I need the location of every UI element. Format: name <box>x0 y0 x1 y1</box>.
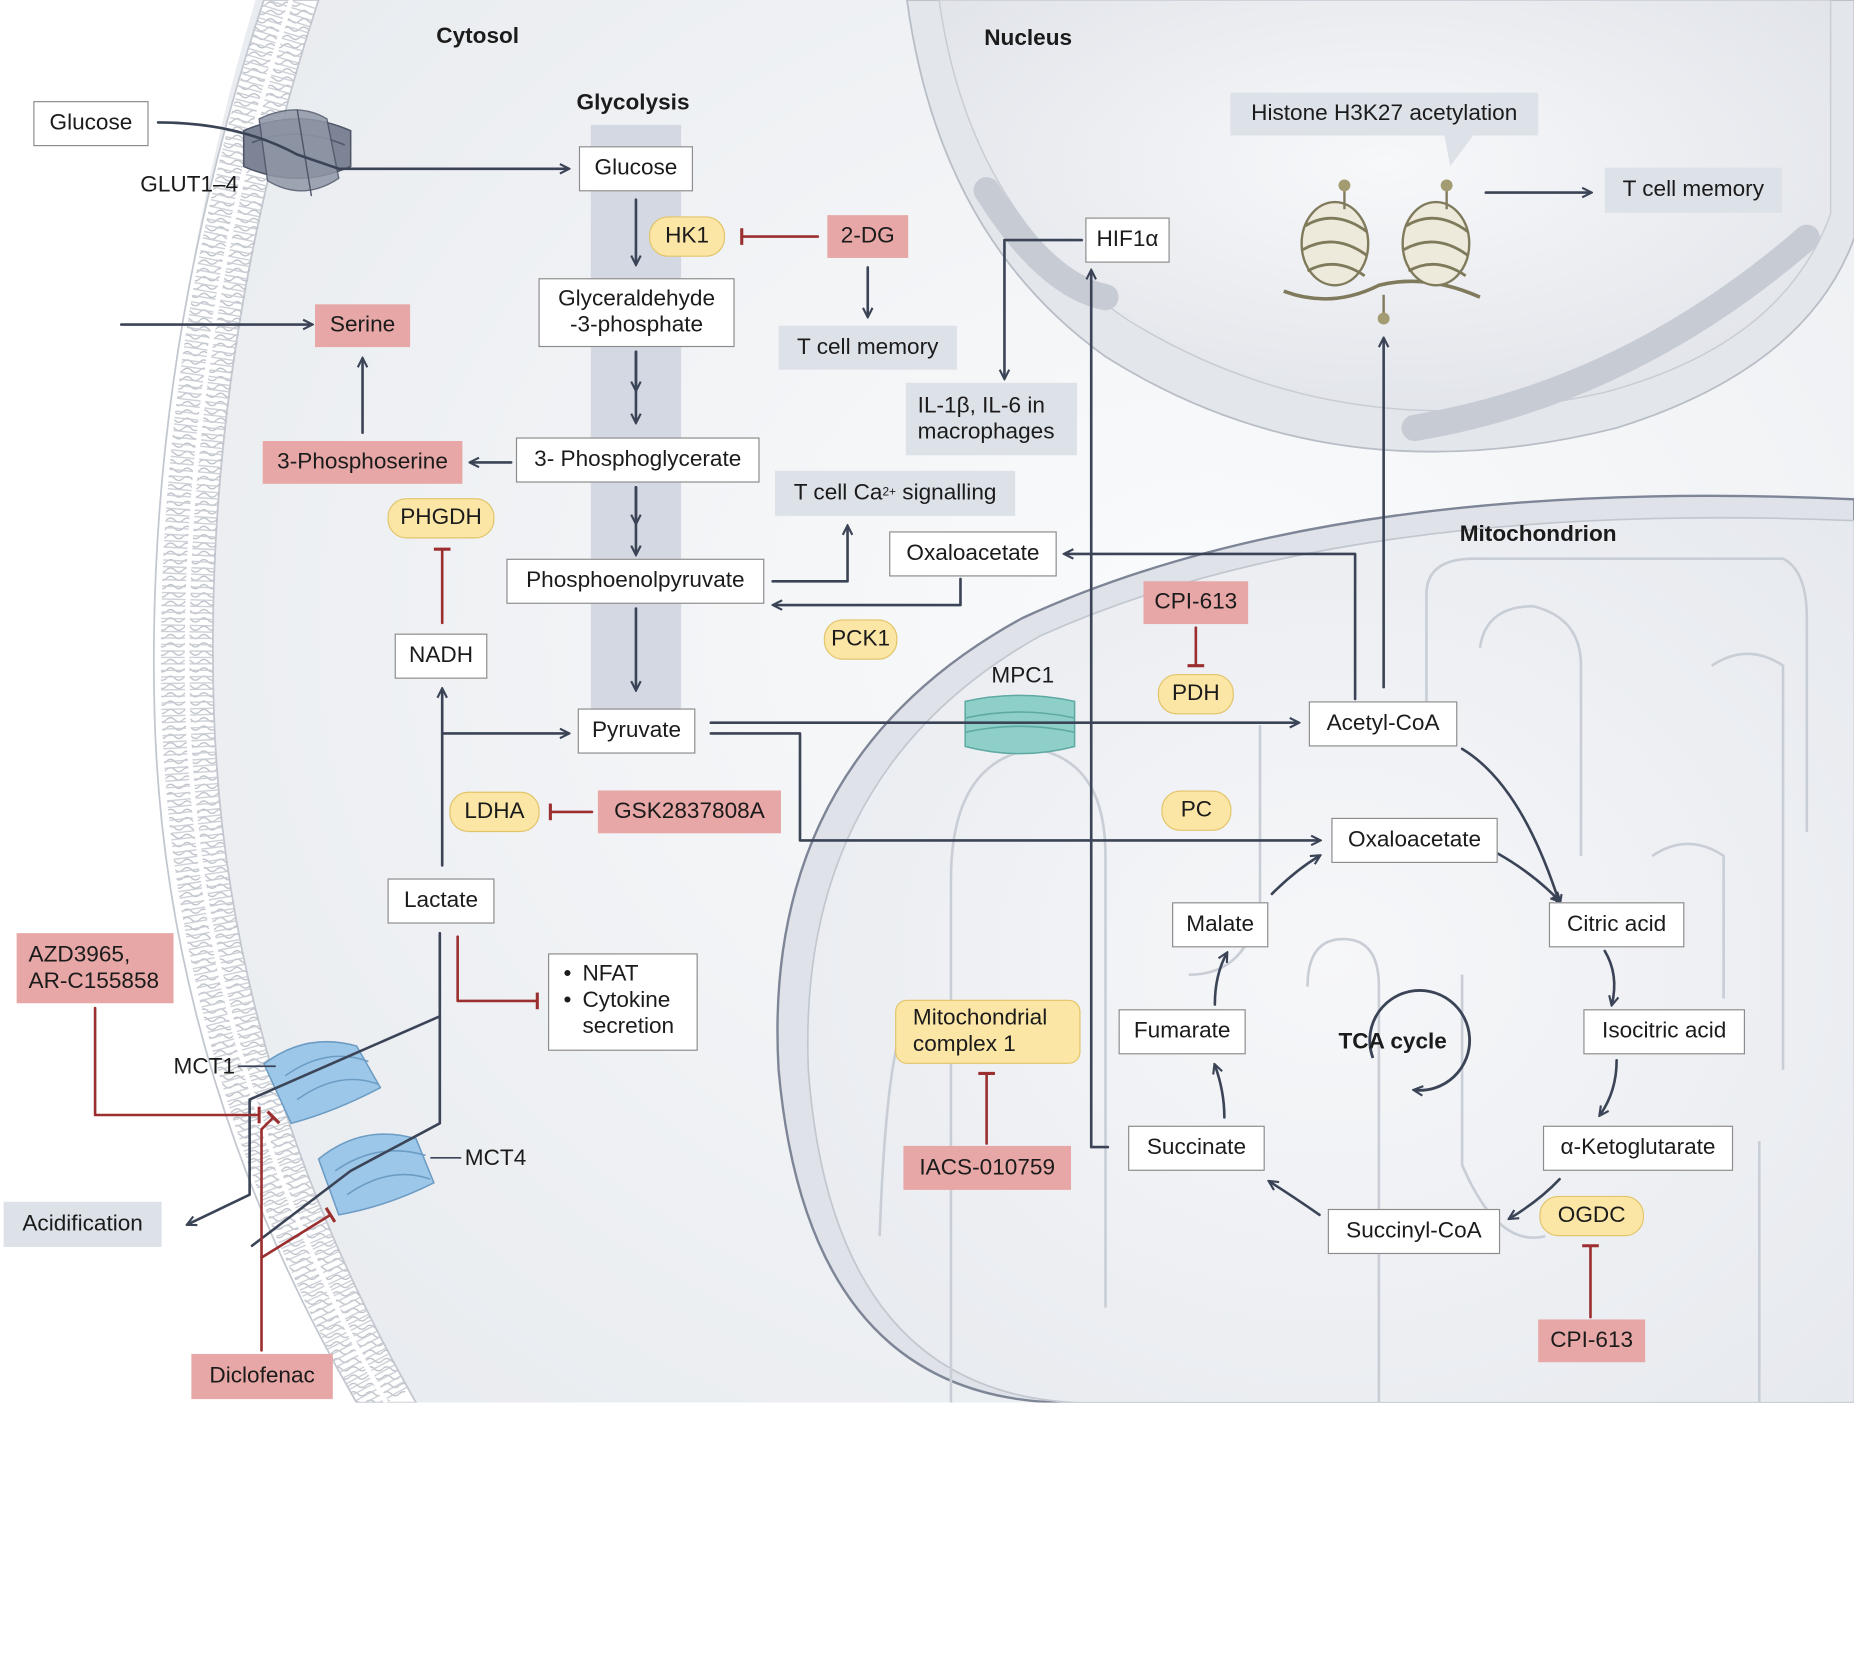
enzyme-ogdc: OGDC <box>1539 1195 1644 1237</box>
alpha-ketoglutarate: α-Ketoglutarate <box>1542 1125 1734 1171</box>
glycolysis-glucose: Glucose <box>578 146 694 192</box>
pyruvate: Pyruvate <box>577 708 696 754</box>
citric-acid: Citric acid <box>1548 902 1685 948</box>
mitochondrion-title: Mitochondrion <box>1459 521 1617 547</box>
cytokine-item: Cytokine <box>563 988 684 1014</box>
glut-label: GLUT1–4 <box>140 172 239 198</box>
mito-oxaloacetate: Oxaloacetate <box>1331 817 1498 863</box>
extracellular-glucose: Glucose <box>33 101 149 147</box>
acidification: Acidification <box>3 1201 162 1247</box>
mct4-label: MCT4 <box>464 1145 527 1171</box>
inhibitor-azd3965: AZD3965,AR-C155858 <box>16 933 174 1004</box>
inhibitor-iacs-010759: IACS-010759 <box>903 1145 1072 1190</box>
acetyl-coa: Acetyl-CoA <box>1308 701 1458 747</box>
serine: Serine <box>315 304 411 348</box>
glyceraldehyde-3-phosphate: Glyceraldehyde-3-phosphate <box>538 278 735 348</box>
histone-acetylation: Histone H3K27 acetylation <box>1230 92 1539 136</box>
pathway-diagram <box>93 0 1854 1403</box>
mct1-transporter <box>262 1040 382 1125</box>
hif1a: HIF1α <box>1085 217 1170 263</box>
enzyme-ldha: LDHA <box>449 791 540 833</box>
enzyme-pdh: PDH <box>1157 673 1234 715</box>
enzyme-hk1: HK1 <box>649 216 726 257</box>
t-cell-memory-nucleus: T cell memory <box>1604 167 1782 213</box>
inhibitor-gsk2837808a: GSK2837808A <box>597 790 781 834</box>
enzyme-pc: PC <box>1161 790 1232 831</box>
inhibitor-cpi613-pdh: CPI-613 <box>1143 581 1249 625</box>
glycolysis-title: Glycolysis <box>576 90 690 116</box>
mct4-transporter <box>317 1133 435 1216</box>
tca-cycle-label: TCA cycle <box>1338 1029 1447 1055</box>
mct1-label: MCT1 <box>173 1054 236 1080</box>
succinate: Succinate <box>1128 1125 1265 1171</box>
3-phosphoserine: 3-Phosphoserine <box>262 441 463 484</box>
nfat-cytokine-list: NFAT Cytokine secretion <box>547 953 698 1051</box>
nadh: NADH <box>394 633 488 679</box>
nucleosome-illustration <box>1283 179 1481 325</box>
nfat-item: NFAT <box>563 962 684 988</box>
mpc1-label: MPC1 <box>991 663 1055 689</box>
lactate: Lactate <box>387 878 495 924</box>
enzyme-phgdh: PHGDH <box>387 498 495 539</box>
phosphoenolpyruvate: Phosphoenolpyruvate <box>506 558 765 604</box>
inhibitor-diclofenac: Diclofenac <box>191 1353 333 1400</box>
inhibitor-cpi613-ogdc: CPI-613 <box>1538 1319 1646 1363</box>
3-phosphoglycerate: 3- Phosphoglycerate <box>515 437 760 483</box>
mpc1-transporter <box>964 694 1076 755</box>
isocitric-acid: Isocitric acid <box>1583 1009 1746 1055</box>
cytosolic-oxaloacetate: Oxaloacetate <box>889 531 1057 577</box>
enzyme-pck1: PCK1 <box>823 619 898 660</box>
inhibitor-2dg: 2-DG <box>827 215 909 258</box>
succinyl-coa: Succinyl-CoA <box>1327 1208 1501 1255</box>
cytokine-item-cont: secretion <box>582 1013 675 1039</box>
nucleus-title: Nucleus <box>984 26 1073 52</box>
cytosol-title: Cytosol <box>436 23 520 49</box>
malate: Malate <box>1172 902 1269 948</box>
t-cell-memory-2dg: T cell memory <box>778 325 957 370</box>
fumarate: Fumarate <box>1118 1009 1246 1055</box>
